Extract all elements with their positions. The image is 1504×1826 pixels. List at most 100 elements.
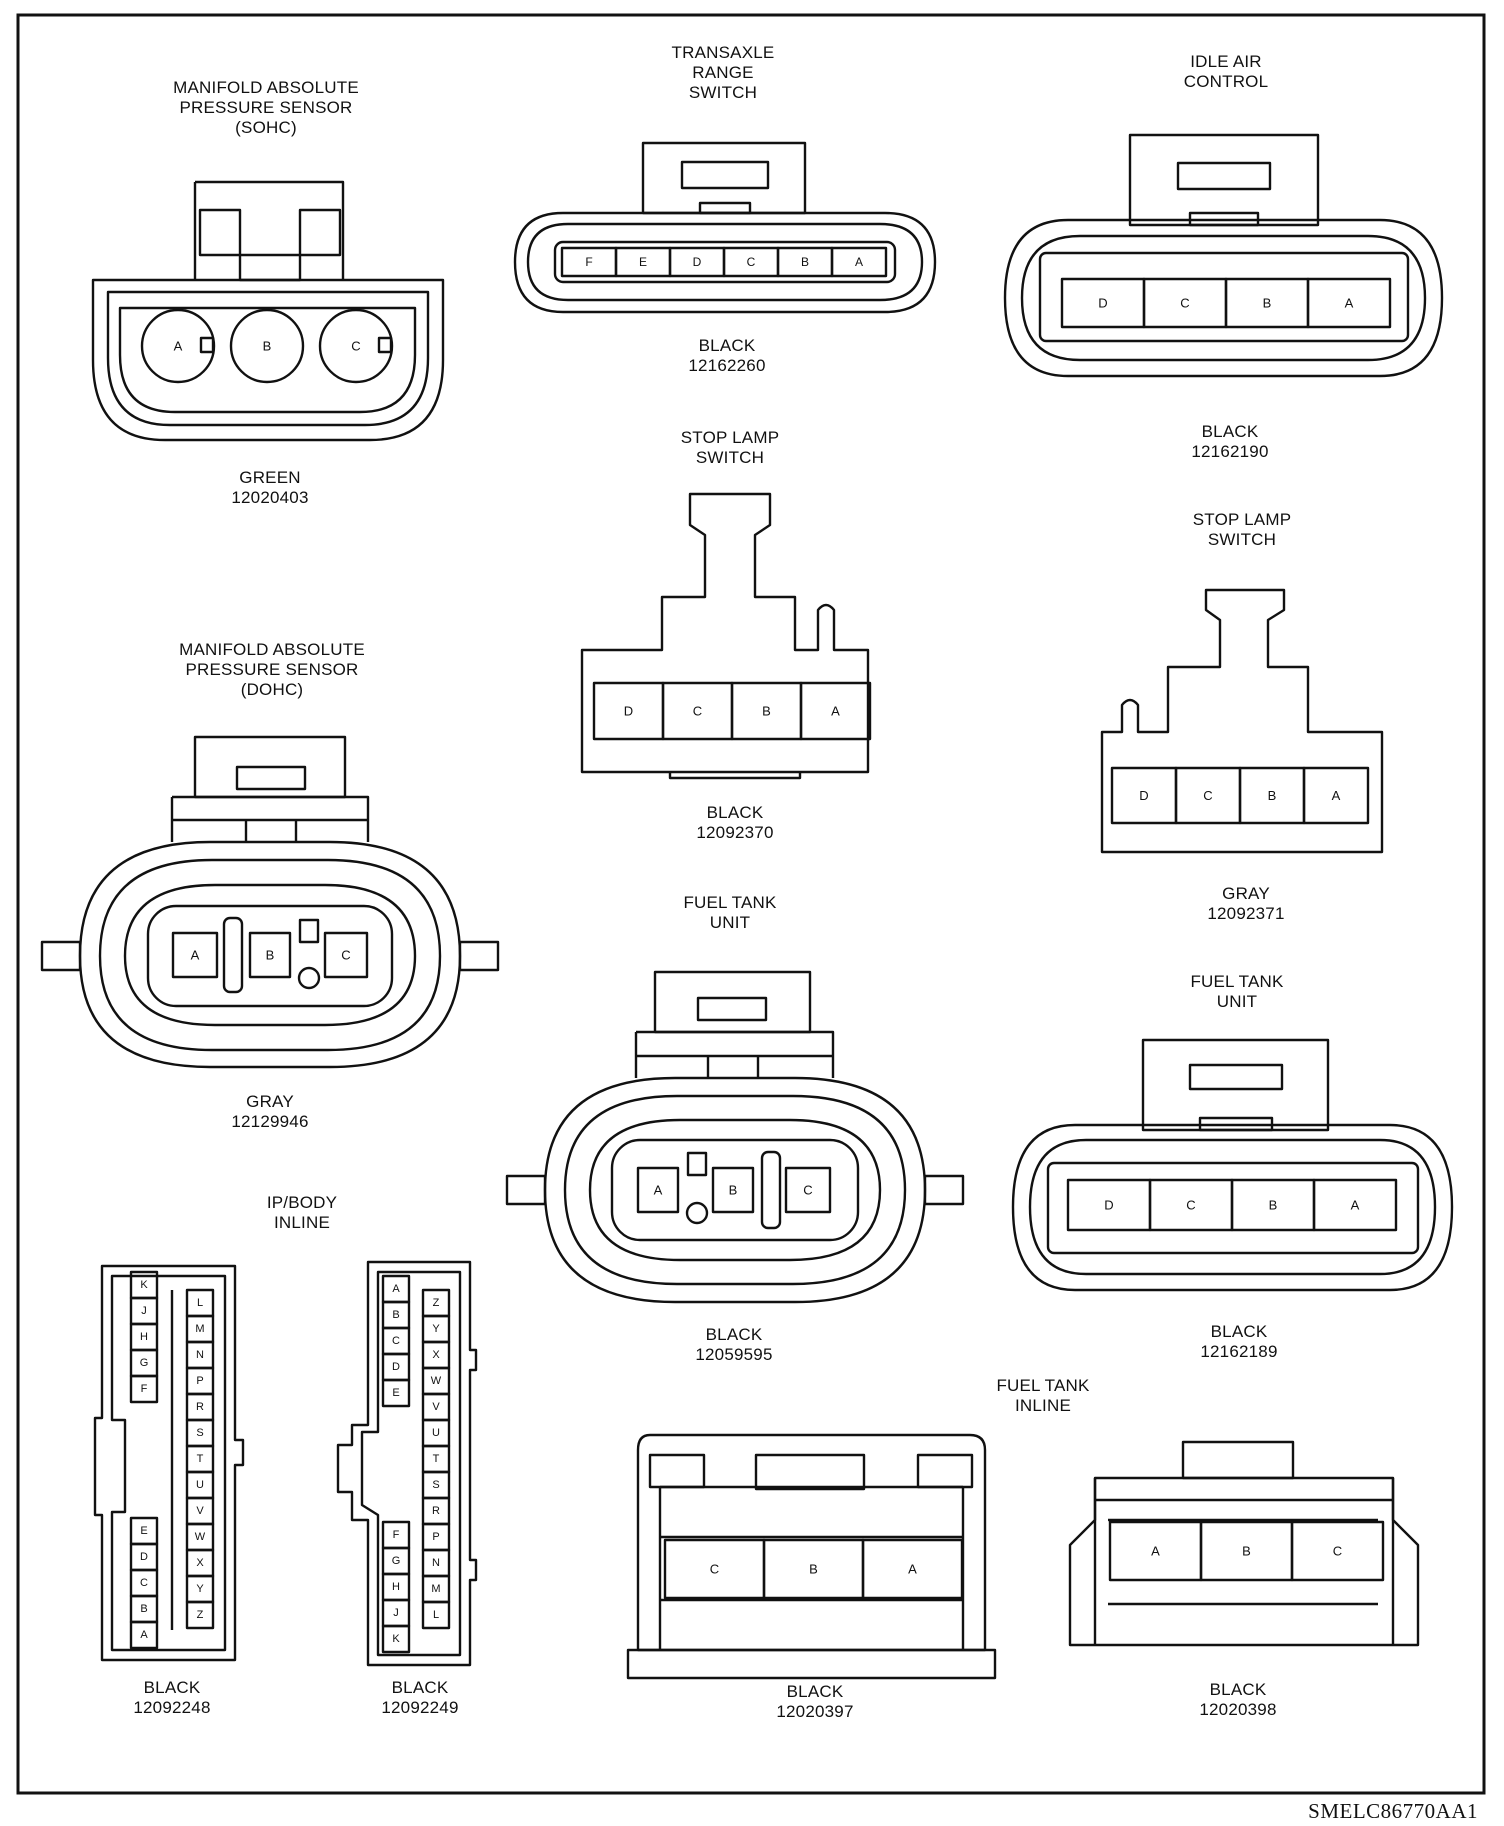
pin-label: D	[140, 1551, 148, 1563]
pin-label: R	[196, 1401, 204, 1413]
pin-label: D	[1098, 296, 1107, 311]
pin-label: A	[174, 339, 183, 354]
pin-label: Y	[432, 1323, 440, 1335]
pin-label: D	[693, 255, 702, 269]
pin-label: D	[624, 704, 633, 719]
pin-label: A	[191, 948, 200, 963]
pin-label: A	[908, 1562, 917, 1577]
pin-cell	[1312, 1178, 1398, 1232]
pin-label: A	[392, 1283, 400, 1295]
pin-label: C	[1186, 1198, 1195, 1213]
pin-label: C	[1203, 788, 1212, 803]
figure-reference: SMELC86770AA1	[1308, 1799, 1478, 1823]
pin-label: A	[831, 704, 840, 719]
pin-label: B	[809, 1562, 818, 1577]
pin-label: D	[1139, 788, 1148, 803]
pin-label: N	[196, 1349, 204, 1361]
pin-label: K	[140, 1279, 148, 1291]
pin-label: W	[195, 1531, 206, 1543]
pin-label: W	[431, 1375, 442, 1387]
pin-label: Z	[433, 1297, 440, 1309]
pin-label: C	[747, 255, 756, 269]
pin-cell	[1302, 766, 1370, 825]
pin-label: C	[341, 948, 350, 963]
pin-label: A	[1351, 1198, 1360, 1213]
pin-label: K	[392, 1633, 400, 1645]
pin-label: B	[762, 704, 771, 719]
pin-cell	[799, 681, 872, 741]
pin-label: A	[140, 1629, 148, 1641]
pin-label: E	[639, 255, 647, 269]
pin-label: X	[196, 1557, 204, 1569]
page-border	[16, 13, 1486, 1795]
pin-label: S	[432, 1479, 439, 1491]
pin-label: V	[432, 1401, 440, 1413]
pin-cell	[1306, 277, 1392, 329]
pin-label: B	[392, 1309, 399, 1321]
pin-label: F	[585, 255, 592, 269]
pin-label: C	[351, 339, 360, 354]
pin-label: A	[1345, 296, 1354, 311]
pin-label: B	[140, 1603, 147, 1615]
pin-label: P	[196, 1375, 203, 1387]
pin-cell	[129, 1620, 159, 1650]
pin-label: B	[1269, 1198, 1278, 1213]
pin-cell	[1290, 1520, 1385, 1582]
fuel-inline-right-connector: A B C	[1068, 1440, 1420, 1647]
pin-label: A	[1151, 1544, 1160, 1559]
pin-label: P	[432, 1531, 439, 1543]
pin-label: C	[140, 1577, 148, 1589]
pin-label: V	[196, 1505, 204, 1517]
pin-cell	[830, 246, 888, 278]
pin-label: Z	[197, 1609, 204, 1621]
pin-label: B	[729, 1183, 738, 1198]
pin-label: T	[197, 1453, 204, 1465]
pin-label: C	[1333, 1544, 1342, 1559]
pin-label: U	[432, 1427, 440, 1439]
pin-label: Y	[196, 1583, 204, 1595]
pin-label: A	[654, 1183, 663, 1198]
pin-label: H	[140, 1331, 148, 1343]
pin-cell	[129, 1374, 159, 1404]
pin-label: X	[432, 1349, 440, 1361]
pin-cell	[185, 1600, 215, 1630]
pin-label: E	[140, 1525, 147, 1537]
pin-label: C	[1180, 296, 1189, 311]
pin-cell	[421, 1600, 451, 1630]
pin-label: H	[392, 1581, 400, 1593]
pin-socket	[229, 308, 305, 384]
pin-label: M	[195, 1323, 204, 1335]
pin-label: L	[197, 1297, 203, 1309]
pin-label: C	[693, 704, 702, 719]
pin-label: R	[432, 1505, 440, 1517]
pin-label: C	[710, 1562, 719, 1577]
pin-label: B	[1242, 1544, 1251, 1559]
pin-label: B	[801, 255, 809, 269]
pin-label: L	[433, 1609, 439, 1621]
pin-label: N	[432, 1557, 440, 1569]
pin-label: B	[1263, 296, 1272, 311]
pin-label: D	[1104, 1198, 1113, 1213]
